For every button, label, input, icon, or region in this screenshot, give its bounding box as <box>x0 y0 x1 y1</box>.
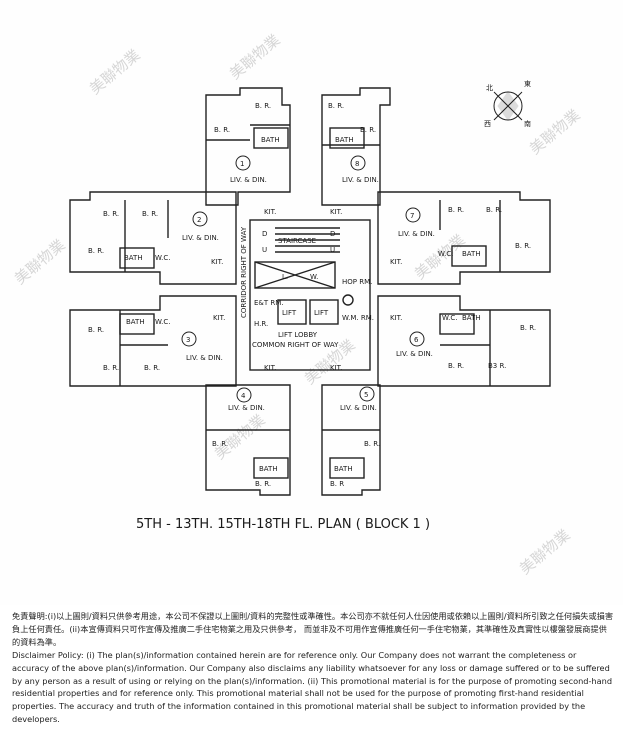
watermark: 美聯物業 <box>516 526 574 578</box>
unit-number-1: 1 <box>240 160 244 168</box>
room-label: B. R. <box>88 247 104 255</box>
room-label: BATH <box>124 254 143 262</box>
unit-number-marks <box>181 155 425 403</box>
lw-label-l: L. <box>282 273 288 281</box>
room-label: LIV. & DIN. <box>396 350 433 358</box>
room-label: W.C. <box>442 314 457 322</box>
unit-number-6: 6 <box>414 336 419 344</box>
stair-down-label: D <box>262 230 267 238</box>
disclaimer-chinese: 免責聲明:(i)以上圖則/資料只供參考用途，本公司不保證以上圖則/資料的完整性或… <box>12 611 614 647</box>
compass-west: 西 <box>484 120 491 128</box>
room-label: KIT. <box>390 258 402 266</box>
room-label: LIV. & DIN. <box>342 176 379 184</box>
wm-room-label: W.M. RM. <box>342 314 374 322</box>
room-label: LIV. & DIN. <box>182 234 219 242</box>
watermark: 美聯物業 <box>526 106 584 158</box>
unit-number-8: 8 <box>355 160 359 168</box>
disclaimer-block: 免責聲明:(i)以上圖則/資料只供參考用途，本公司不保證以上圖則/資料的完整性或… <box>12 610 614 726</box>
room-label: W.C. <box>155 318 170 326</box>
lift-label: LIFT <box>314 309 329 317</box>
room-label: KIT. <box>330 208 342 216</box>
room-label: LIV. & DIN. <box>340 404 377 412</box>
room-label: B. R. <box>103 364 119 372</box>
stair-down-label: D <box>330 230 335 238</box>
watermark: 美聯物業 <box>86 46 144 98</box>
floor-plan-drawing: 美聯物業 美聯物業 美聯物業 美聯物業 美聯物業 美聯物業 美聯物業 美聯物業 … <box>11 31 584 578</box>
hr-label: H.R. <box>254 320 268 328</box>
unit-number-5: 5 <box>364 391 368 399</box>
room-label: B. R. <box>520 324 536 332</box>
plan-title: 5TH - 13TH. 15TH-18TH FL. PLAN ( BLOCK 1… <box>136 517 430 532</box>
room-label: KIT. <box>213 314 225 322</box>
room-label: KIT. <box>264 208 276 216</box>
room-label: B. R. <box>486 206 502 214</box>
room-label: LIV. & DIN. <box>398 230 435 238</box>
floor-plan-area: 美聯物業 美聯物業 美聯物業 美聯物業 美聯物業 美聯物業 美聯物業 美聯物業 … <box>11 30 584 579</box>
room-label: B. R. <box>360 126 376 134</box>
plan-walls <box>69 87 551 496</box>
room-label: B. R. <box>448 362 464 370</box>
compass-icon <box>493 91 523 121</box>
lift-label: LIFT <box>282 309 297 317</box>
room-label: B. R. <box>142 210 158 218</box>
compass-north: 北 <box>486 84 493 92</box>
unit-number-3: 3 <box>186 336 190 344</box>
disclaimer-english: Disclaimer Policy: (i) The plan(s)/infor… <box>12 649 613 725</box>
room-label: B. R. <box>328 102 344 110</box>
room-label: B. R. <box>364 440 380 448</box>
room-label: BATH <box>462 250 481 258</box>
watermark: 美聯物業 <box>211 411 269 463</box>
room-label: B. R. <box>212 440 228 448</box>
room-label: B. R <box>330 480 344 488</box>
room-label: BATH <box>462 314 481 322</box>
lw-label-w: W. <box>310 273 318 281</box>
room-label: B3 R. <box>488 362 506 370</box>
room-label: LIV. & DIN. <box>228 404 265 412</box>
unit-number-2: 2 <box>197 216 201 224</box>
room-label: KIT. <box>390 314 402 322</box>
room-label: B. R. <box>103 210 119 218</box>
room-label: B. R. <box>144 364 160 372</box>
room-label: W.C. <box>438 250 453 258</box>
room-label: KIT. <box>211 258 223 266</box>
common-right-of-way-label: COMMON RIGHT OF WAY <box>252 341 339 349</box>
room-label: KIT. <box>330 364 342 372</box>
room-label: B. R. <box>88 326 104 334</box>
watermark: 美聯物業 <box>11 236 69 288</box>
lift-lobby-label: LIFT LOBBY <box>278 331 318 339</box>
room-label: B. R. <box>255 480 271 488</box>
room-label: B. R. <box>255 102 271 110</box>
stair-up-label: U <box>330 246 335 254</box>
room-label: KIT. <box>264 364 276 372</box>
compass-east: 東 <box>524 79 531 88</box>
unit-number-7: 7 <box>410 212 414 220</box>
room-label: B. R. <box>214 126 230 134</box>
stair-up-label: U <box>262 246 267 254</box>
room-label: BATH <box>335 136 354 144</box>
corridor-right-of-way-label: CORRIDOR RIGHT OF WAY <box>240 226 248 318</box>
room-label: B. R. <box>448 206 464 214</box>
room-label: LIV. & DIN. <box>186 354 223 362</box>
compass-south: 南 <box>524 119 531 128</box>
room-label: BATH <box>261 136 280 144</box>
et-room-label: E&T RM. <box>254 299 284 307</box>
hop-room-label: HOP RM. <box>342 278 372 286</box>
unit-number-4: 4 <box>241 392 246 400</box>
watermark: 美聯物業 <box>226 31 284 83</box>
staircase-label: STAIRCASE <box>278 237 316 245</box>
room-label: LIV. & DIN. <box>230 176 267 184</box>
room-label: BATH <box>126 318 145 326</box>
room-label: BATH <box>334 465 353 473</box>
room-label: W.C. <box>155 254 170 262</box>
room-label: BATH <box>259 465 278 473</box>
room-label: B. R. <box>515 242 531 250</box>
watermark-layer: 美聯物業 美聯物業 美聯物業 美聯物業 美聯物業 美聯物業 美聯物業 美聯物業 <box>11 31 584 578</box>
